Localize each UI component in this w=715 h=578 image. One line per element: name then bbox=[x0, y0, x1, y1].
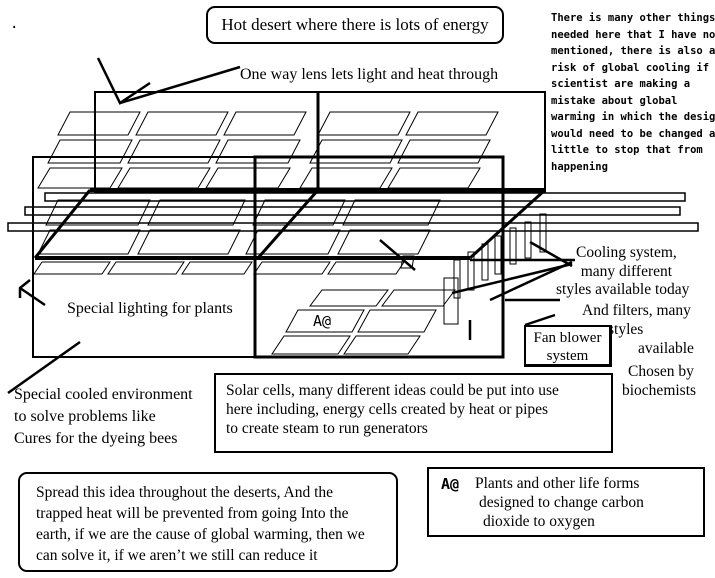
note-line: risk of global cooling if bbox=[551, 61, 710, 74]
lighting-strips bbox=[33, 261, 405, 275]
legend-box: A@ Plants and other life forms designed … bbox=[427, 467, 705, 537]
cooling-units bbox=[400, 213, 547, 325]
note-line: mistake about global bbox=[551, 94, 678, 107]
filter-line: And filters, many bbox=[582, 302, 691, 319]
legend-symbol: A@ bbox=[441, 475, 460, 493]
top-lens-panel bbox=[94, 91, 546, 193]
lens-label: One way lens lets light and heat through bbox=[240, 66, 499, 83]
floor-cells bbox=[271, 289, 456, 355]
solar-cells-box: Solar cells, many different ideas could … bbox=[214, 373, 613, 453]
filters-label: And filters, many styles available bbox=[582, 301, 694, 358]
lighting-label: Special lighting for plants bbox=[67, 300, 233, 317]
title-box: Hot desert where there is lots of energy bbox=[206, 6, 504, 44]
fan-line: system bbox=[546, 348, 589, 364]
cooled-environment-label: Special cooled environment to solve prob… bbox=[14, 384, 193, 450]
cooling-line: Cooling system, bbox=[576, 244, 677, 261]
legend-text: Plants and other life forms designed to … bbox=[475, 474, 644, 531]
cooled-line: to solve problems like bbox=[14, 408, 156, 425]
solar-line: to create steam to run generators bbox=[226, 420, 428, 437]
spread-line: can solve it, if we aren’t we still can … bbox=[36, 547, 318, 564]
chosen-line: Chosen by bbox=[628, 363, 694, 380]
filter-line: available bbox=[638, 340, 694, 357]
note-line: happening bbox=[551, 160, 608, 173]
fan-blower-box: Fan blower system bbox=[524, 325, 612, 367]
chosen-by-label: Chosen by biochemists bbox=[622, 362, 696, 400]
legend-line: designed to change carbon bbox=[479, 494, 644, 511]
cooling-system-label: Cooling system, many different bbox=[576, 243, 677, 281]
note-line: little to stop that from bbox=[551, 144, 703, 156]
note-line: warming in which the design bbox=[551, 111, 715, 123]
chosen-line: biochemists bbox=[622, 382, 697, 399]
title-text: Hot desert where there is lots of energy bbox=[221, 15, 489, 34]
note-line: There is many other things bbox=[551, 12, 715, 24]
cooling-line: many different bbox=[580, 263, 673, 280]
spread-line: trapped heat will be prevented from goin… bbox=[36, 505, 349, 522]
note-line: needed here that I have not bbox=[551, 28, 715, 41]
spread-line: Spread this idea throughout the deserts,… bbox=[36, 484, 334, 501]
solar-line: Solar cells, many different ideas could … bbox=[226, 382, 559, 399]
note-line: mentioned, there is also a bbox=[551, 45, 715, 57]
cooled-line: Special cooled environment bbox=[14, 386, 193, 403]
note-line: would need to be changed a bbox=[551, 127, 715, 140]
plant-symbol: A@ bbox=[313, 312, 332, 330]
legend-line: Plants and other life forms bbox=[475, 475, 640, 492]
fan-line: Fan blower bbox=[533, 330, 602, 346]
note-line: scientist are making a bbox=[551, 78, 691, 90]
arrows bbox=[7, 57, 575, 395]
roof-grid bbox=[37, 111, 499, 255]
legend-line: dioxide to oxygen bbox=[483, 513, 595, 530]
solar-line: here including, energy cells created by … bbox=[226, 401, 549, 418]
global-cooling-note: There is many other things needed here t… bbox=[551, 10, 715, 175]
support-bars bbox=[7, 192, 699, 232]
spread-line: earth, if we are the cause of global war… bbox=[36, 526, 365, 543]
stray-dot: . bbox=[10, 16, 19, 32]
cooled-line: Cures for the dyeing bees bbox=[14, 430, 178, 447]
cooling-line: styles available today bbox=[556, 281, 690, 298]
filter-line: styles bbox=[608, 321, 644, 338]
spread-idea-box: Spread this idea throughout the deserts,… bbox=[18, 472, 398, 572]
